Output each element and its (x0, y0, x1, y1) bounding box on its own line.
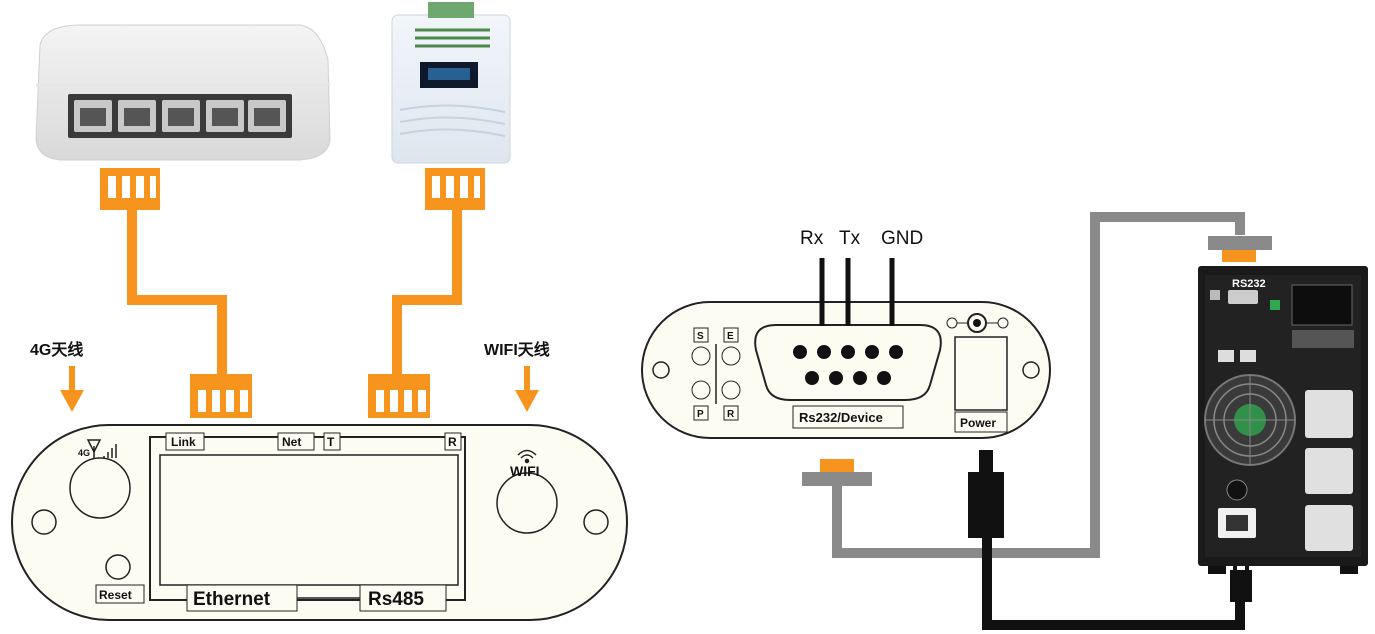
antenna-4g-label: 4G天线 (30, 340, 83, 359)
led-net-label: Net (282, 435, 301, 449)
db9-connector-icon (754, 324, 942, 401)
rs232-pin-leads (819, 258, 895, 326)
pin-tx-label: Tx (839, 228, 861, 249)
indicator-wifi: WIFI (510, 463, 540, 479)
network-switch-icon (35, 24, 331, 161)
switch-s-label: S (697, 331, 704, 342)
led-t-label: T (327, 435, 335, 449)
led-link-label: Link (171, 435, 196, 449)
switch-e-label: E (727, 331, 734, 342)
ups-rs232-label: RS232 (1232, 278, 1266, 290)
reset-label: Reset (99, 588, 132, 602)
led-r-label: R (448, 435, 457, 449)
rs485-meter-icon (391, 2, 511, 164)
orange-cable-ethernet (100, 168, 252, 418)
pin-gnd-label: GND (881, 228, 923, 249)
wifi-icon (517, 449, 537, 464)
switch-r-label: R (727, 409, 735, 420)
power-jack (946, 313, 1009, 433)
rs232-port-label: Rs232/Device (799, 410, 883, 425)
ups-device-icon (1198, 266, 1368, 574)
port-ethernet-label: Ethernet (193, 589, 271, 610)
gateway-device-left (11, 424, 628, 621)
connector-pins (108, 176, 248, 412)
antenna-wifi-label: WIFI天线 (484, 340, 550, 359)
switch-p-label: P (697, 409, 704, 420)
black-power-cable (968, 450, 1252, 630)
orange-cable-rs485 (368, 168, 485, 418)
pin-rx-label: Rx (800, 228, 824, 249)
down-arrow-icon (60, 366, 539, 412)
indicator-4g: 4G (78, 448, 90, 458)
signal-icon (86, 439, 117, 458)
port-rs485-label: Rs485 (368, 589, 424, 610)
power-label: Power (960, 416, 996, 430)
gray-rs232-cable (802, 212, 1272, 558)
